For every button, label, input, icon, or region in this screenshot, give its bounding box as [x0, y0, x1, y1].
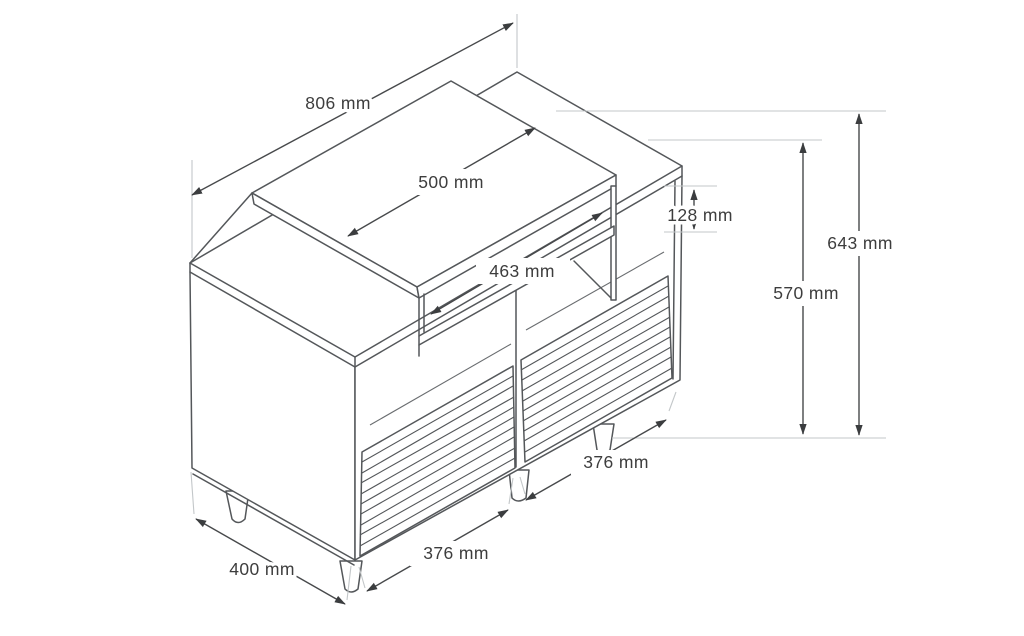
dimension-500: 500 mm [347, 127, 536, 237]
dimension-806: 806 mm [191, 22, 514, 196]
dim-label-cabinet-height: 570 mm [773, 283, 839, 303]
dim-label-depth: 400 mm [229, 559, 295, 579]
shelf-right-support [610, 185, 617, 301]
dim-label-overall-height: 643 mm [827, 233, 893, 253]
dimension-annotations: 806 mm 500 mm 128 mm 463 mm 643 mm 570 m… [190, 14, 906, 605]
label-mask-570 [760, 281, 852, 306]
cabinet-right-inner-edge [672, 180, 676, 380]
leg-front-right [592, 423, 615, 454]
dim-label-shelf-opening-width: 463 mm [489, 261, 555, 281]
cabinet-top-thickness-edges [189, 165, 683, 368]
dim-label-top-width: 806 mm [305, 93, 371, 113]
dimension-463: 463 mm [430, 212, 603, 315]
interior-shelf-edge-left [369, 343, 512, 426]
left-drawer [359, 365, 516, 557]
dimension-400: 400 mm [195, 518, 346, 605]
dimension-643: 643 mm [814, 113, 906, 436]
right-drawer [520, 275, 673, 463]
right-drawer-slats [520, 285, 673, 453]
shelf-left-support-front-edge [418, 293, 425, 357]
dimension-376-right: 376 mm [525, 419, 667, 501]
label-mask-463 [476, 258, 570, 284]
dimension-128: 128 mm [664, 189, 736, 230]
left-drawer-slats [359, 375, 516, 547]
extension-lines [190, 14, 886, 601]
shelf-left-support-back-edge [189, 192, 253, 264]
label-mask-500 [404, 169, 498, 195]
label-mask-376-bottom [410, 541, 500, 566]
dim-label-shelf-top-width: 500 mm [418, 172, 484, 192]
leg-front-left [339, 560, 363, 593]
dim-label-left-door-width: 376 mm [423, 543, 489, 563]
dimension-376-bottom: 376 mm [366, 509, 509, 592]
dim-line-400 [195, 518, 346, 605]
dimension-570: 570 mm [760, 142, 852, 435]
label-mask-643 [814, 231, 906, 256]
label-mask-376-right [571, 450, 661, 475]
dim-label-shelf-opening-height: 128 mm [667, 205, 733, 225]
dim-label-right-door-width: 376 mm [583, 452, 649, 472]
dim-line-806 [191, 22, 514, 196]
